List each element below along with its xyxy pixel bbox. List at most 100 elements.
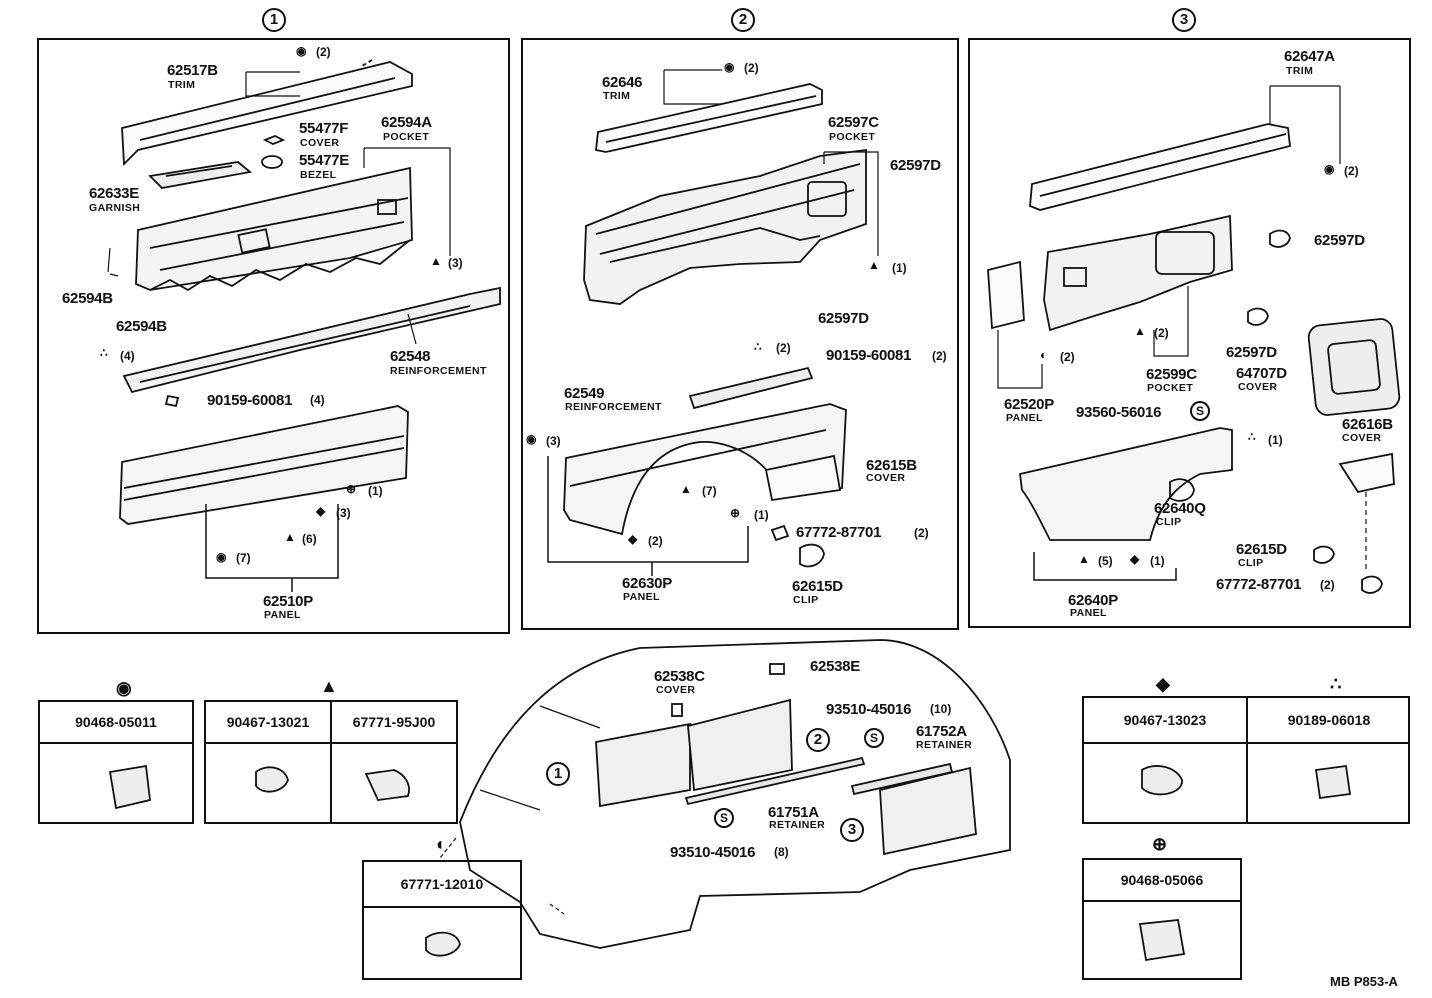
part-62646-name: TRIM — [603, 90, 631, 102]
panel-62510P-sq-qty: (3) — [336, 506, 351, 520]
cover-62616B-shape — [1338, 452, 1395, 494]
part-62597D-p3a: 62597D — [1314, 232, 1365, 249]
legend-part-90468-05011: 90468-05011 — [75, 714, 157, 730]
part-62616B: 62616B — [1342, 416, 1393, 433]
part-67772-87701-p2: 67772-87701 — [796, 524, 882, 541]
part-62594A: 62594A — [381, 114, 432, 131]
part-62520P: 62520P — [1004, 396, 1054, 413]
part-64707D: 64707D — [1236, 365, 1287, 382]
panel-62640P-sq-qty: (1) — [1150, 554, 1165, 568]
panel-section-2 — [521, 38, 959, 630]
dot-circle-icon: ◉ — [216, 550, 227, 564]
legend-part-90467-13023: 90467-13023 — [1123, 712, 1207, 728]
half-circle-icon: ◐ — [436, 834, 447, 854]
part-93510-45016-bottom: 93510-45016 — [670, 844, 756, 861]
square-diamond-icon: ◆ — [316, 504, 326, 518]
part-61752A-name: RETAINER — [916, 739, 973, 751]
fastener-67772-87701-p2-qty: (2) — [914, 526, 929, 540]
part-62640Q-name: CLIP — [1156, 516, 1182, 528]
panel-62630P-dot-qty: (3) — [546, 434, 561, 448]
van-trim-3 — [879, 766, 977, 856]
screw-top-qty: (10) — [930, 702, 952, 716]
van-callout-3: 3 — [840, 818, 864, 842]
clip-90468-05011-shape — [108, 764, 151, 810]
van-callout-1: 1 — [546, 762, 570, 786]
s-circle-icon: S — [864, 728, 884, 748]
part-62597C: 62597C — [828, 114, 879, 131]
triangle-icon: ▲ — [1078, 552, 1090, 566]
part-93560-56016: 93560-56016 — [1076, 404, 1162, 421]
legend-table-triangle: 90467-13021 67771-95J00 — [204, 700, 458, 824]
part-93510-45016-top: 93510-45016 — [826, 701, 912, 718]
cover-64707D-shape — [1307, 318, 1401, 416]
part-62538E: 62538E — [810, 658, 860, 675]
clip-90189-06018-shape — [1314, 764, 1352, 800]
triangle-icon: ▲ — [868, 258, 880, 272]
s-circle-icon: S — [1190, 401, 1210, 421]
triangle-icon: ▲ — [680, 482, 692, 496]
part-62517B: 62517B — [167, 62, 218, 79]
clip-67771-95J00-shape — [364, 769, 410, 801]
plus-circle-icon: ⊕ — [730, 506, 741, 520]
garnish-62633E-shape — [148, 161, 253, 189]
section-2-marker: 2 — [731, 8, 755, 32]
half-circle-icon: ◐ — [1040, 348, 1048, 362]
trim-62647A-qty: (2) — [1344, 164, 1359, 178]
legend-table-half: 67771-12010 — [362, 860, 522, 980]
bolt-cluster-icon: ∴ — [1248, 430, 1256, 444]
part-61751A-name: RETAINER — [769, 819, 826, 831]
dot-circle-icon: ◉ — [724, 60, 735, 74]
legend-table-plus: 90468-05066 — [1082, 858, 1242, 980]
triangle-icon: ▲ — [284, 530, 296, 544]
part-62597C-name: POCKET — [829, 131, 876, 143]
square-diamond-icon: ◆ — [628, 532, 638, 546]
part-62616B-name: COVER — [1342, 432, 1382, 444]
square-diamond-icon: ◆ — [1130, 552, 1140, 566]
part-62549: 62549 — [564, 385, 605, 402]
part-55477F: 55477F — [299, 120, 349, 137]
pocket-62594A-shape — [135, 166, 413, 291]
legend-part-67771-12010: 67771-12010 — [400, 876, 484, 892]
trim-62647A-shape — [1029, 123, 1291, 211]
part-62594B-a: 62594B — [62, 290, 113, 307]
triangle-icon: ▲ — [320, 676, 338, 696]
fastener-67772-87701-p3-qty: (2) — [1320, 578, 1335, 592]
part-55477E-name: BEZEL — [300, 169, 337, 181]
van-trim-1 — [595, 722, 691, 808]
panel-62510P-shape — [119, 405, 409, 525]
legend-part-90468-05066: 90468-05066 — [1120, 872, 1204, 888]
plus-qty-p2: (1) — [754, 508, 769, 522]
trim-62517B-qty-icon: ◉ — [296, 44, 307, 58]
panel-62510P-dot-qty: (7) — [236, 551, 251, 565]
square-diamond-icon: ◆ — [1156, 674, 1170, 694]
panel-62510P-plus-qty: (1) — [368, 484, 383, 498]
panel-62630P-tri-qty: (7) — [702, 484, 717, 498]
part-62594A-name: POCKET — [383, 131, 430, 143]
part-62615D-p2: 62615D — [792, 578, 843, 595]
part-90159-60081-p2: 90159-60081 — [826, 347, 912, 364]
clip-90468-05066-shape — [1138, 919, 1186, 962]
van-trim-2 — [687, 698, 793, 792]
bolt-cluster-icon: ∴ — [754, 340, 762, 354]
bolt-cluster-icon: ∴ — [1330, 674, 1342, 694]
part-62538C-name: COVER — [656, 684, 696, 696]
trim-62646-shape — [595, 83, 823, 153]
panel1-drawings — [107, 59, 501, 592]
part-62633E-name: GARNISH — [89, 202, 141, 214]
panel3-drawings — [987, 85, 1401, 594]
legend-part-90189-06018: 90189-06018 — [1287, 712, 1371, 728]
part-62599C-name: POCKET — [1147, 382, 1194, 394]
part-62646: 62646 — [602, 74, 643, 91]
part-55477E: 55477E — [299, 152, 349, 169]
pocket-62599C-shape — [1043, 214, 1233, 332]
panel-section-3 — [968, 38, 1411, 628]
legend-table-square-bolt: 90467-13023 90189-06018 — [1082, 696, 1410, 824]
legend-part-90467-13021: 90467-13021 — [226, 714, 310, 730]
part-62630P-name: PANEL — [623, 591, 660, 603]
clip-90467-13021-shape — [255, 766, 289, 793]
part-62594B-b: 62594B — [116, 318, 167, 335]
part-55477F-name: COVER — [300, 137, 340, 149]
part-62599C: 62599C — [1146, 366, 1197, 383]
triangle-icon: ▲ — [430, 254, 442, 268]
part-62597D-p3b: 62597D — [1226, 344, 1277, 361]
